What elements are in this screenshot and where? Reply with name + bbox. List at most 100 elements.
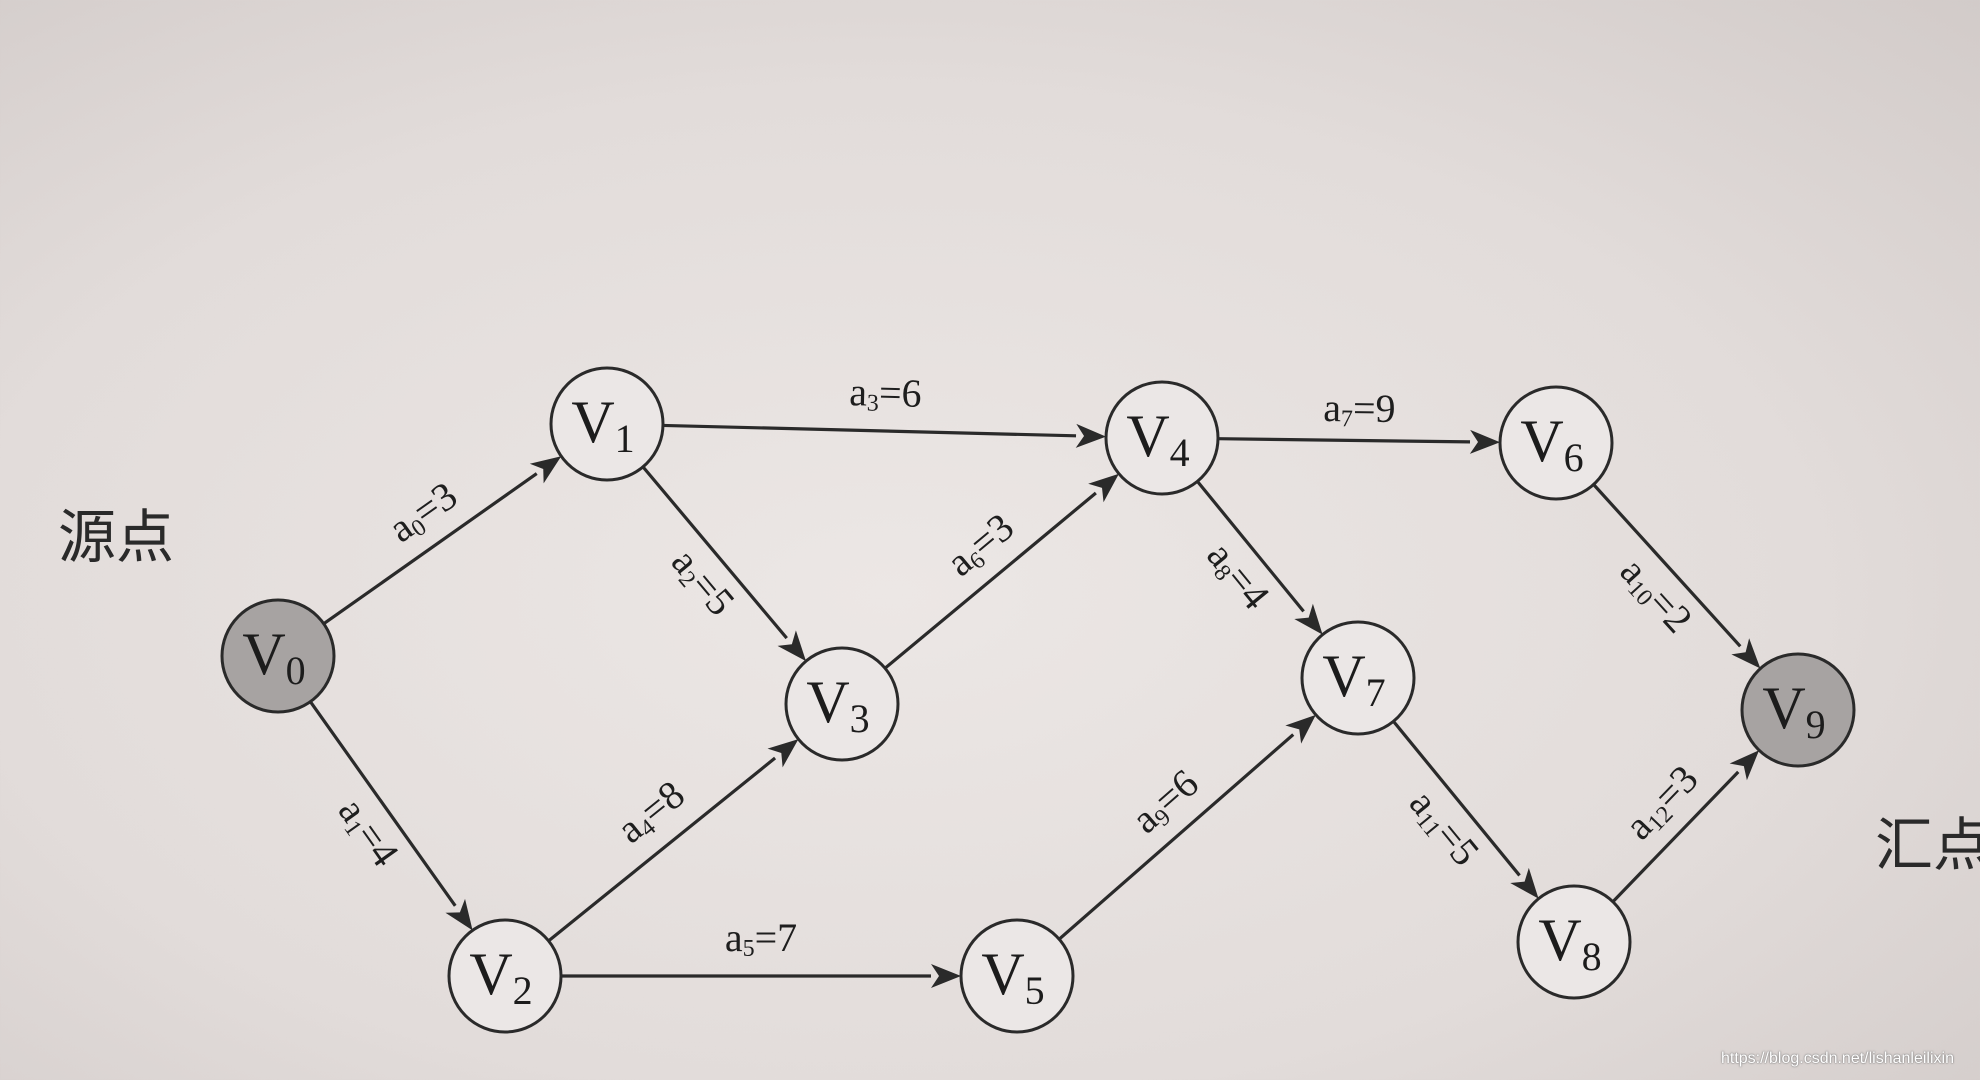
edge-v1-v3 <box>641 465 806 662</box>
node-letter: V <box>1538 907 1581 973</box>
edge-label-weight: 6 <box>901 371 922 416</box>
edge-v7-v8 <box>1392 720 1539 899</box>
edge-label-name: a <box>1323 385 1342 430</box>
node-v3: V3 <box>784 646 900 762</box>
edge-v4-v7 <box>1196 480 1323 635</box>
node-subscript: 0 <box>286 648 306 693</box>
edge-line <box>309 700 457 907</box>
node-subscript: 2 <box>513 968 533 1013</box>
edge-line <box>1196 480 1305 613</box>
node-circle <box>220 598 336 714</box>
edge-label-a3: a3=6 <box>849 369 922 417</box>
node-circle <box>1516 884 1632 1000</box>
edge-line <box>1611 770 1740 903</box>
edge-v2-v3 <box>547 739 799 943</box>
node-subscript: 9 <box>1806 702 1826 747</box>
node-subscript: 7 <box>1366 670 1386 715</box>
edge-label-a2: a2=5 <box>662 540 744 625</box>
node-v4: V4 <box>1104 380 1220 496</box>
arrowhead-icon <box>529 456 562 484</box>
node-v5: V5 <box>959 918 1075 1034</box>
node-letter: V <box>981 941 1024 1007</box>
edge-label-a0: a0=3 <box>380 473 466 553</box>
edge-v4-v6 <box>1217 429 1501 454</box>
node-letter: V <box>1322 643 1365 709</box>
arrowhead-icon <box>1729 750 1760 781</box>
node-letter: V <box>1520 408 1563 474</box>
node-label: V3 <box>806 669 869 741</box>
node-subscript: 1 <box>615 416 635 461</box>
node-circle <box>447 918 563 1034</box>
edge-line <box>1592 483 1742 648</box>
edge-label-a12: a12=3 <box>1616 756 1708 849</box>
node-v9: V9 <box>1740 652 1856 768</box>
edge-v1-v4 <box>662 423 1107 448</box>
edge-v6-v9 <box>1592 483 1761 669</box>
edge-v0-v1 <box>322 456 562 626</box>
arrowhead-icon <box>1285 714 1316 744</box>
node-label: V6 <box>1520 408 1583 480</box>
arrowhead-icon <box>1731 638 1761 669</box>
edge-label-a10: a10=2 <box>1611 549 1702 643</box>
arrowhead-icon <box>445 898 473 931</box>
node-label: V0 <box>242 621 305 693</box>
node-circle <box>549 366 665 482</box>
watermark-url: https://blog.csdn.net/lishanleilixin <box>1720 1050 1954 1067</box>
node-circle <box>1104 380 1220 496</box>
node-v1: V1 <box>549 366 665 482</box>
edge-label-equals: = <box>1353 386 1376 431</box>
edge-v5-v7 <box>1058 714 1316 941</box>
node-label: V1 <box>571 389 634 461</box>
node-circle <box>1498 385 1614 501</box>
node-circle <box>1740 652 1856 768</box>
edge-label-a9: a9=6 <box>1123 760 1208 843</box>
edge-label-name: a <box>725 915 743 960</box>
edge-v0-v2 <box>309 700 473 931</box>
edge-line <box>662 423 1077 438</box>
arrowhead-icon <box>1075 423 1107 448</box>
node-label: V5 <box>981 941 1044 1013</box>
edge-label-a5: a5=7 <box>725 915 797 961</box>
edge-v8-v9 <box>1611 750 1760 903</box>
source-annotation: 源点 <box>58 503 175 571</box>
edge-line <box>547 756 777 943</box>
edge-label-index: 3 <box>866 390 879 416</box>
edge-label-name: a <box>849 369 868 414</box>
edge-label-weight: 9 <box>1375 386 1396 431</box>
edge-label-a4: a4=8 <box>608 772 693 853</box>
edge-label-a1: a1=4 <box>329 789 409 875</box>
sink-annotation: 汇点 <box>1875 811 1980 879</box>
edge-label-equals: = <box>755 915 778 960</box>
edge-line <box>1392 720 1521 877</box>
edge-v3-v4 <box>884 473 1119 670</box>
node-letter: V <box>242 621 285 687</box>
arrowhead-icon <box>1469 429 1501 454</box>
node-label: V9 <box>1762 675 1825 747</box>
edge-label-index: 5 <box>743 936 755 962</box>
edge-line <box>322 472 538 626</box>
edge-label-a8: a8=4 <box>1197 533 1279 618</box>
node-circle <box>784 646 900 762</box>
edge-label-a7: a7=9 <box>1323 385 1396 432</box>
node-circle <box>1300 620 1416 736</box>
edge-label-index: 7 <box>1341 406 1353 432</box>
node-circle <box>959 918 1075 1034</box>
edge-label-equals: = <box>879 370 903 416</box>
node-subscript: 4 <box>1170 430 1190 475</box>
arrowhead-icon <box>767 739 799 768</box>
arrowhead-icon <box>1510 867 1539 899</box>
node-subscript: 5 <box>1025 968 1045 1013</box>
node-letter: V <box>1762 675 1805 741</box>
edge-label-a11: a11=5 <box>1400 781 1489 875</box>
edge-line <box>641 465 788 640</box>
node-subscript: 3 <box>850 696 870 741</box>
node-subscript: 6 <box>1564 435 1584 480</box>
arrowhead-icon <box>931 964 961 988</box>
node-label: V7 <box>1322 643 1385 715</box>
edge-label-weight: 7 <box>777 915 797 960</box>
edge-line <box>1217 437 1471 444</box>
arrowhead-icon <box>1294 603 1323 635</box>
node-v0: V0 <box>220 598 336 714</box>
